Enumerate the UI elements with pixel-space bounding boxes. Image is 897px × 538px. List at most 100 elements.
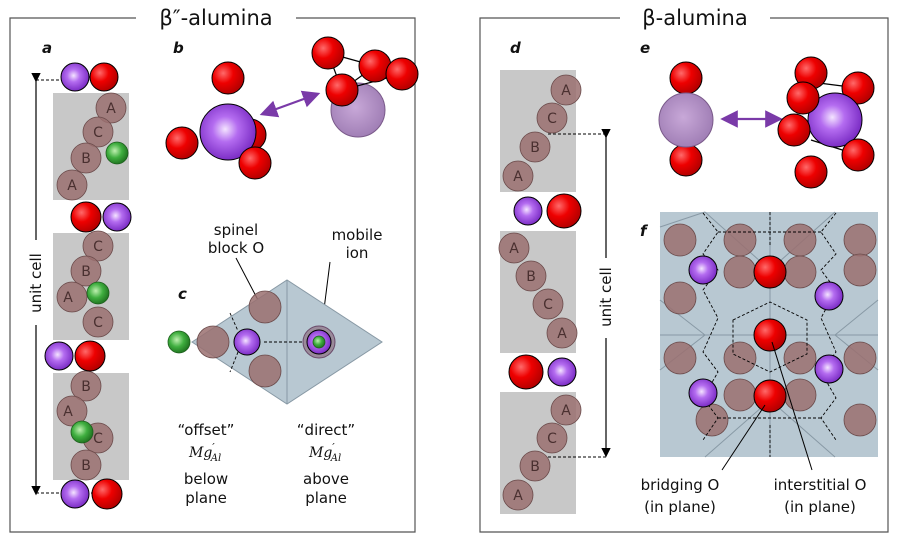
layer-letter: B — [530, 459, 540, 475]
spinel-atom — [95, 92, 127, 124]
mobile-ion-atom — [688, 255, 718, 285]
layer-letter: B — [530, 140, 540, 156]
panel-b-label: b — [173, 39, 184, 57]
mobile-ion-label: ion — [346, 244, 369, 262]
oxygen-atom — [325, 73, 359, 107]
spinel-atom — [196, 325, 230, 359]
panel-d: d A C B A A B C A A C B A — [498, 39, 616, 514]
mobile-ion-atom — [814, 281, 844, 311]
layer-letter: A — [63, 404, 73, 420]
layer-letter: C — [93, 239, 103, 255]
panel-a-label: a — [42, 39, 52, 57]
oxygen-atom — [70, 201, 102, 233]
oxygen-atom — [794, 155, 828, 189]
layer-letter: C — [93, 315, 103, 331]
mobile-ion-atom — [60, 479, 90, 509]
oxygen-atom — [74, 340, 106, 372]
oxygen-atom — [786, 81, 820, 115]
mobile-ion-atom — [233, 328, 261, 356]
layer-letter: C — [543, 297, 553, 313]
layer-letter: A — [67, 178, 77, 194]
dopant-atom — [167, 330, 191, 354]
dopant-atom — [70, 420, 94, 444]
layer-letter: C — [93, 125, 103, 141]
spinel-atom — [70, 255, 102, 287]
layer-letter: A — [561, 83, 571, 99]
layer-letter: B — [81, 264, 91, 280]
layer-letter: C — [547, 111, 557, 127]
interstitial-label: (in plane) — [784, 498, 856, 516]
panel-c: c spinel block O mobile ion “offset” “di… — [167, 221, 383, 507]
below-label: plane — [185, 489, 227, 507]
oxygen-atom — [165, 126, 199, 160]
spinel-atom — [56, 169, 88, 201]
spinel-label: block O — [208, 239, 264, 257]
oxygen-atom — [508, 354, 544, 390]
spinel-atom — [70, 449, 102, 481]
spinel-atom — [56, 281, 88, 313]
oxygen-atom — [385, 57, 419, 91]
panel-f-label: f — [640, 222, 649, 240]
bridging-label: bridging O — [641, 476, 720, 494]
panel-c-label: c — [178, 285, 187, 303]
spinel-atom — [56, 395, 88, 427]
spinel-atom — [248, 354, 282, 388]
spinel-atom — [70, 370, 102, 402]
left-frame: β″-alumina — [9, 6, 416, 533]
mobile-ion-atom — [547, 357, 577, 387]
layer-letter: C — [93, 431, 103, 447]
dopant-atom — [86, 281, 110, 305]
panel-d-label: d — [510, 39, 521, 57]
mobile-ion-atom — [807, 92, 863, 148]
layer-letter: B — [526, 269, 536, 285]
oxygen-atom — [238, 146, 272, 180]
direct-label: “direct” — [297, 421, 355, 439]
mobile-ion-atom — [814, 354, 844, 384]
layer-letter: A — [509, 241, 519, 257]
layer-letter: B — [81, 151, 91, 167]
dopant-atom — [312, 335, 326, 349]
unit-cell-label-a: unit cell — [27, 253, 45, 313]
layer-letter: A — [513, 488, 523, 504]
layer-letter: A — [63, 290, 73, 306]
mobile-ion-atom — [513, 196, 543, 226]
layer-letter: C — [547, 431, 557, 447]
interstitial-label: interstitial O — [774, 476, 867, 494]
panel-f: f — [640, 211, 879, 516]
panel-a: a unit cell A C B A C B — [26, 39, 132, 510]
oxygen-atom — [753, 318, 787, 352]
mobile-ion-label: mobile — [332, 226, 383, 244]
oxygen-atom — [777, 113, 811, 147]
spinel-atom — [82, 230, 114, 262]
unit-cell-label-d: unit cell — [597, 267, 615, 327]
mobile-ion-atom — [44, 341, 74, 371]
oxygen-atom — [546, 193, 582, 229]
oxygen-atom — [669, 143, 703, 177]
above-label: plane — [305, 489, 347, 507]
mobile-ion-atom — [102, 202, 132, 232]
panel-e: e — [640, 39, 875, 189]
oxygen-atom — [211, 61, 245, 95]
spinel-label: spinel — [214, 221, 258, 239]
mobile-ion-atom — [199, 103, 257, 161]
layer-letter: A — [561, 403, 571, 419]
oxygen-atom — [841, 138, 875, 172]
right-title: β-alumina — [642, 6, 747, 30]
layer-letter: B — [81, 458, 91, 474]
mg-label: Mg′Al — [308, 441, 341, 464]
oxygen-atom — [91, 478, 123, 510]
layer-letter: B — [81, 379, 91, 395]
layer-letter: A — [557, 326, 567, 342]
mg-label: Mg′Al — [188, 441, 221, 464]
unit-cell-label-bg — [26, 240, 46, 325]
spinel-atom — [82, 306, 114, 338]
spinel-atom — [248, 290, 282, 324]
oxygen-atom — [753, 379, 787, 413]
mobile-ion-atom — [688, 378, 718, 408]
layer-letter: A — [106, 101, 116, 117]
left-title: β″-alumina — [159, 6, 272, 30]
oxygen-atom — [89, 62, 119, 92]
spinel-atom — [70, 142, 102, 174]
above-label: above — [303, 470, 349, 488]
